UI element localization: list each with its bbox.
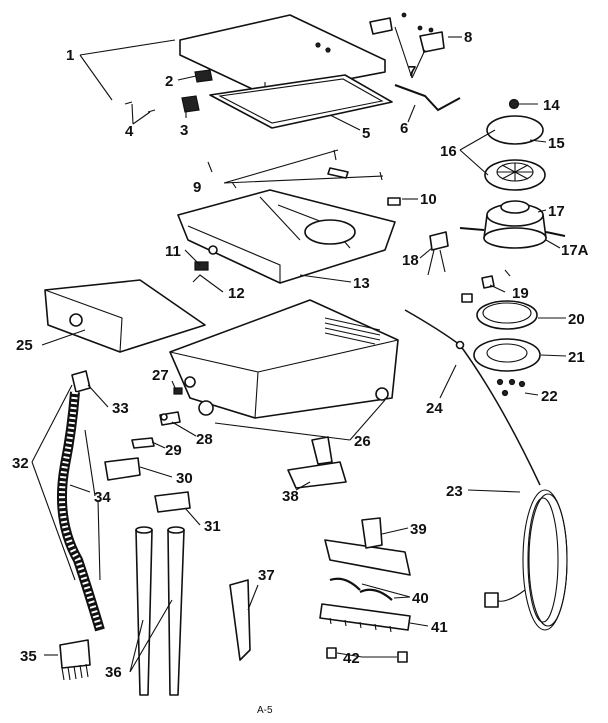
part-switch bbox=[427, 231, 449, 276]
part-clip bbox=[181, 95, 200, 113]
part-crevice-tool bbox=[229, 579, 251, 661]
label-part-26: 26 bbox=[354, 433, 371, 450]
part-power-cord bbox=[404, 309, 568, 631]
label-part-22: 22 bbox=[541, 388, 558, 405]
label-part-41: 41 bbox=[431, 619, 448, 636]
label-part-29: 29 bbox=[165, 442, 182, 459]
label-part-9: 9 bbox=[193, 179, 201, 196]
label-part-21: 21 bbox=[568, 349, 585, 366]
part-hose-adapter bbox=[104, 457, 141, 481]
label-part-27: 27 bbox=[152, 367, 169, 384]
part-extension-wands bbox=[135, 526, 185, 696]
label-part-24: 24 bbox=[426, 400, 443, 417]
part-utility-nozzle bbox=[287, 436, 347, 489]
label-part-6: 6 bbox=[400, 120, 408, 137]
label-part-36: 36 bbox=[105, 664, 122, 681]
leader-lines bbox=[31, 26, 567, 673]
part-motor-gasket bbox=[476, 300, 538, 330]
label-part-38: 38 bbox=[282, 488, 299, 505]
part-latch bbox=[194, 69, 213, 83]
part-filter-nut bbox=[508, 98, 520, 110]
label-part-10: 10 bbox=[420, 191, 437, 208]
label-part-20: 20 bbox=[568, 311, 585, 328]
part-caster bbox=[159, 387, 183, 426]
label-part-5: 5 bbox=[362, 125, 370, 142]
part-floor-nozzle bbox=[324, 517, 411, 576]
part-hinge bbox=[419, 31, 445, 53]
label-part-42: 42 bbox=[343, 650, 360, 667]
label-part-35: 35 bbox=[20, 648, 37, 665]
label-part-19: 19 bbox=[512, 285, 529, 302]
part-motor bbox=[459, 200, 566, 249]
part-end-caps bbox=[326, 647, 408, 663]
label-part-15: 15 bbox=[548, 135, 565, 152]
label-part-12: 12 bbox=[228, 285, 245, 302]
label-part-17: 17 bbox=[548, 203, 565, 220]
label-part-25: 25 bbox=[16, 337, 33, 354]
label-part-32: 32 bbox=[12, 455, 29, 472]
label-part-37: 37 bbox=[258, 567, 275, 584]
label-part-7: 7 bbox=[408, 63, 416, 80]
label-part-40: 40 bbox=[412, 590, 429, 607]
page-code: A-5 bbox=[257, 705, 273, 716]
part-hose bbox=[56, 370, 105, 632]
label-part-8: 8 bbox=[464, 29, 472, 46]
part-dusting-brush bbox=[59, 639, 91, 681]
part-filter-bag bbox=[44, 279, 206, 353]
label-part-13: 13 bbox=[353, 275, 370, 292]
label-part-1: 1 bbox=[66, 47, 74, 64]
label-part-34: 34 bbox=[94, 489, 111, 506]
label-part-33: 33 bbox=[112, 400, 129, 417]
part-main-tank bbox=[169, 299, 399, 419]
part-tray-clip bbox=[194, 261, 209, 271]
part-filter-disc bbox=[486, 115, 544, 145]
label-part-28: 28 bbox=[196, 431, 213, 448]
part-plate-nuts bbox=[496, 378, 526, 397]
label-part-11: 11 bbox=[165, 243, 181, 260]
label-part-39: 39 bbox=[410, 521, 427, 538]
label-part-4: 4 bbox=[125, 123, 134, 140]
label-part-3: 3 bbox=[180, 122, 188, 139]
label-part-17a: 17A bbox=[561, 242, 589, 259]
part-hinge-bracket bbox=[369, 17, 393, 35]
part-hose-bracket bbox=[154, 491, 191, 513]
label-part-23: 23 bbox=[446, 483, 463, 500]
label-part-18: 18 bbox=[402, 252, 419, 269]
part-hinge-screws bbox=[401, 12, 434, 33]
label-part-2: 2 bbox=[165, 73, 173, 90]
part-screws bbox=[124, 101, 156, 113]
label-part-14: 14 bbox=[543, 97, 560, 114]
part-filter-cage bbox=[484, 159, 546, 191]
callout-labels: 1 2 3 4 5 6 7 8 9 10 11 12 13 14 15 16 1… bbox=[12, 29, 589, 716]
part-latch-rod bbox=[394, 84, 461, 112]
label-part-16: 16 bbox=[440, 143, 457, 160]
part-motor-plate bbox=[473, 338, 541, 372]
part-brush-strip bbox=[319, 603, 411, 633]
label-part-31: 31 bbox=[204, 518, 221, 535]
label-part-30: 30 bbox=[176, 470, 193, 487]
part-lid-gasket bbox=[209, 74, 393, 129]
part-squeegees bbox=[329, 577, 393, 601]
part-hose-nut bbox=[131, 437, 155, 449]
part-inner-tray bbox=[177, 189, 396, 284]
part-tray-screws bbox=[207, 149, 401, 206]
part-motor-mount bbox=[461, 269, 511, 303]
